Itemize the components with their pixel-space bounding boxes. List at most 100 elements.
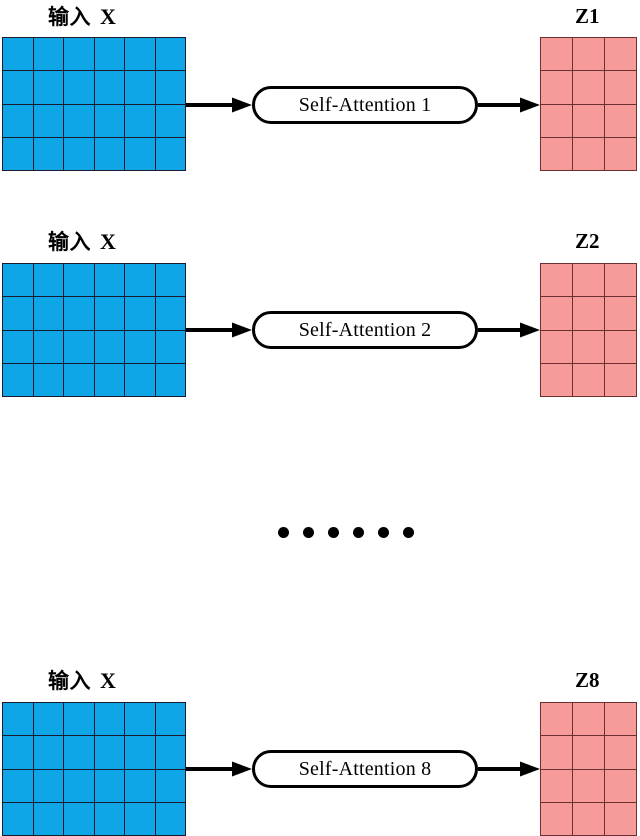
self-attention-node-8[interactable]: Self-Attention 8 bbox=[252, 750, 478, 788]
matrix-cell bbox=[541, 264, 573, 298]
matrix-cell bbox=[573, 703, 605, 737]
matrix-cell bbox=[605, 297, 637, 331]
matrix-cell bbox=[541, 104, 573, 138]
matrix-cell bbox=[3, 264, 34, 298]
self-attention-node-2[interactable]: Self-Attention 2 bbox=[252, 311, 478, 349]
matrix-cell bbox=[541, 330, 573, 364]
matrix-cell bbox=[155, 137, 186, 171]
matrix-cell bbox=[605, 769, 637, 803]
input-label-cjk-2: 输入 bbox=[48, 230, 91, 254]
matrix-cell bbox=[605, 104, 637, 138]
matrix-cell bbox=[3, 802, 34, 836]
matrix-cell bbox=[155, 769, 186, 803]
matrix-cell bbox=[33, 71, 64, 105]
matrix-cell bbox=[605, 802, 637, 836]
attention-head-row-8: 输入 X Self-Attention 8 Z8 bbox=[0, 664, 640, 836]
matrix-cell bbox=[541, 38, 573, 72]
matrix-cell bbox=[3, 769, 34, 803]
matrix-cell bbox=[125, 104, 156, 138]
matrix-cell bbox=[3, 703, 34, 737]
output-matrix-8 bbox=[540, 702, 637, 836]
ellipsis-dot bbox=[353, 527, 364, 538]
input-matrix-8 bbox=[2, 702, 186, 836]
matrix-cell bbox=[3, 363, 34, 397]
matrix-cell bbox=[94, 769, 125, 803]
matrix-cell bbox=[94, 802, 125, 836]
matrix-cell bbox=[125, 769, 156, 803]
output-matrix-2 bbox=[540, 263, 637, 397]
matrix-cell bbox=[64, 297, 95, 331]
output-label-text-1: Z1 bbox=[575, 4, 600, 28]
matrix-cell bbox=[94, 703, 125, 737]
matrix-cell bbox=[94, 264, 125, 298]
input-label-2: 输入 X bbox=[48, 231, 116, 253]
matrix-cell bbox=[64, 38, 95, 72]
matrix-cell bbox=[33, 137, 64, 171]
attention-head-row-2: 输入 X Self-Attention 2 Z2 bbox=[0, 225, 640, 425]
matrix-cell bbox=[573, 330, 605, 364]
matrix-cell bbox=[155, 802, 186, 836]
matrix-cell bbox=[541, 802, 573, 836]
matrix-cell bbox=[3, 137, 34, 171]
matrix-cell bbox=[573, 264, 605, 298]
matrix-cell bbox=[573, 363, 605, 397]
matrix-cell bbox=[33, 736, 64, 770]
output-label-1: Z1 bbox=[575, 6, 600, 27]
matrix-cell bbox=[125, 736, 156, 770]
matrix-cell bbox=[541, 769, 573, 803]
matrix-cell bbox=[64, 736, 95, 770]
matrix-cell bbox=[125, 137, 156, 171]
self-attention-node-label-8: Self-Attention 8 bbox=[298, 757, 432, 780]
input-label-cjk-8: 输入 bbox=[48, 669, 91, 693]
matrix-cell bbox=[33, 38, 64, 72]
matrix-cell bbox=[155, 297, 186, 331]
ellipsis-dot bbox=[303, 527, 314, 538]
input-label-cjk-1: 输入 bbox=[48, 5, 91, 29]
matrix-cell bbox=[125, 363, 156, 397]
matrix-cell bbox=[33, 769, 64, 803]
output-label-text-2: Z2 bbox=[575, 229, 600, 253]
matrix-cell bbox=[33, 297, 64, 331]
ellipsis-dot bbox=[328, 527, 339, 538]
arrow-input-to-node-8 bbox=[186, 760, 252, 778]
matrix-cell bbox=[541, 137, 573, 171]
matrix-cell bbox=[605, 736, 637, 770]
output-label-text-8: Z8 bbox=[575, 668, 600, 692]
arrow-node-to-output-1 bbox=[478, 96, 540, 114]
matrix-cell bbox=[125, 71, 156, 105]
input-label-latin-1: X bbox=[100, 4, 117, 29]
matrix-cell bbox=[64, 703, 95, 737]
matrix-cell bbox=[33, 703, 64, 737]
matrix-cell bbox=[573, 71, 605, 105]
output-label-8: Z8 bbox=[575, 670, 600, 691]
matrix-cell bbox=[605, 38, 637, 72]
input-label-latin-2: X bbox=[100, 229, 117, 254]
matrix-cell bbox=[64, 264, 95, 298]
self-attention-node-label-1: Self-Attention 1 bbox=[298, 93, 432, 116]
matrix-cell bbox=[125, 802, 156, 836]
self-attention-node-label-2: Self-Attention 2 bbox=[298, 318, 432, 341]
matrix-cell bbox=[605, 703, 637, 737]
input-label-latin-8: X bbox=[100, 668, 117, 693]
ellipsis-dot bbox=[278, 527, 289, 538]
matrix-cell bbox=[94, 38, 125, 72]
matrix-cell bbox=[94, 137, 125, 171]
matrix-cell bbox=[64, 363, 95, 397]
matrix-cell bbox=[541, 297, 573, 331]
matrix-cell bbox=[573, 104, 605, 138]
matrix-cell bbox=[64, 137, 95, 171]
matrix-cell bbox=[125, 264, 156, 298]
input-matrix-2 bbox=[2, 263, 186, 397]
matrix-cell bbox=[573, 736, 605, 770]
arrow-node-to-output-8 bbox=[478, 760, 540, 778]
matrix-cell bbox=[94, 736, 125, 770]
matrix-cell bbox=[605, 137, 637, 171]
matrix-cell bbox=[155, 71, 186, 105]
matrix-cell bbox=[64, 769, 95, 803]
matrix-cell bbox=[605, 330, 637, 364]
self-attention-node-1[interactable]: Self-Attention 1 bbox=[252, 86, 478, 124]
matrix-cell bbox=[33, 104, 64, 138]
matrix-cell bbox=[3, 297, 34, 331]
matrix-cell bbox=[155, 330, 186, 364]
